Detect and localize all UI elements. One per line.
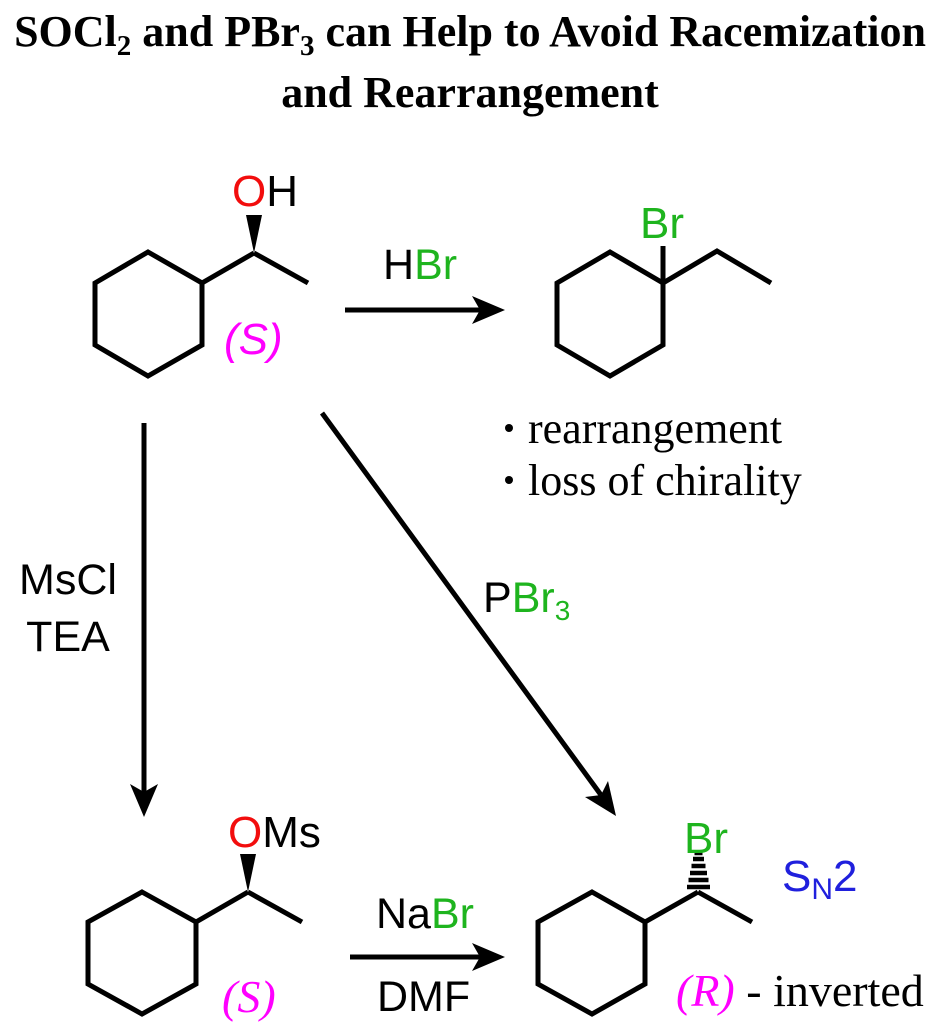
arrow-head [130, 784, 158, 817]
bullet-icon [505, 424, 513, 432]
molecule-rearranged-bromide [554, 246, 773, 379]
nabr-br: Br [430, 890, 474, 938]
title-pbr-subscript: 3 [299, 30, 315, 62]
side-effect-notes: rearrangement loss of chirality [505, 402, 802, 506]
reagent-mscl-tea: MsCl TEA [8, 552, 128, 666]
arrow-shaft [319, 411, 604, 797]
cyclohexane-ring [554, 249, 666, 379]
tea-label: TEA [26, 613, 110, 661]
sn2-2: 2 [833, 852, 858, 901]
arrow-head [472, 296, 505, 324]
oxygen-atom-label: O [232, 167, 267, 216]
cyclohexane-ring [85, 889, 199, 1017]
note-text: loss of chirality [528, 455, 802, 505]
title-and-pbr: and PBr [131, 7, 300, 56]
solvent-dmf: DMF [377, 973, 471, 1021]
arrow-mscl [130, 423, 158, 817]
br-label-r-bromide: Br [684, 814, 728, 863]
ring-to-stereocenter-bond [194, 889, 250, 925]
title-socl-subscript: 2 [116, 30, 132, 62]
oh-label: OH [232, 170, 298, 214]
methyl-bond [246, 889, 304, 925]
r-descriptor: (R) [676, 965, 735, 1016]
inverted-note: - inverted [734, 965, 924, 1016]
molecule-s-alcohol [92, 215, 310, 379]
hbr-br: Br [414, 241, 458, 289]
note-loss-of-chirality: loss of chirality [505, 454, 802, 506]
methyl-bond [696, 889, 754, 925]
pbr3-br: Br [511, 574, 555, 622]
nabr-na: Na [376, 890, 431, 938]
cyclohexane-ring [535, 889, 648, 1017]
ring-to-stereocenter-bond [643, 889, 700, 925]
sn2-label: SN2 [782, 852, 858, 905]
sn2-n-subscript: N [811, 873, 834, 906]
reagent-pbr3: PBr3 [483, 574, 570, 625]
stereo-label-s-alcohol: (S) [224, 315, 283, 364]
arrow-hbr [345, 296, 505, 324]
stereo-label-r-inverted: (R) - inverted [676, 968, 924, 1014]
sn2-s: S [782, 852, 812, 901]
title-socl: SOCl [14, 7, 117, 56]
arrow-pbr3 [319, 411, 616, 816]
oxygen-atom-label: O [228, 808, 263, 857]
ring-to-stereocenter-bond [200, 250, 256, 286]
oms-label: OMs [228, 811, 321, 855]
page-title: SOCl2 and PBr3 can Help to Avoid Racemiz… [0, 4, 940, 121]
br-label-rearranged: Br [640, 199, 684, 248]
title-line-1: SOCl2 and PBr3 can Help to Avoid Racemiz… [0, 4, 940, 65]
reagent-nabr: NaBr [376, 893, 474, 936]
cyclohexane-ring [92, 249, 205, 379]
arrow-head [585, 781, 616, 816]
pbr3-subscript: 3 [554, 595, 571, 626]
ethyl-bond [661, 248, 773, 286]
mesyl-group-label: Ms [262, 808, 321, 857]
title-tail: can Help to Avoid Racemization [314, 7, 926, 56]
bullet-icon [505, 476, 513, 484]
pbr3-p: P [483, 574, 512, 622]
reagent-hbr: HBr [383, 244, 457, 287]
methyl-bond [252, 250, 310, 286]
stereo-label-s-mesylate: (S) [222, 971, 276, 1022]
hydrogen-atom-label: H [266, 167, 299, 216]
hbr-h: H [383, 241, 415, 289]
wedge-bond-to-oms [240, 854, 256, 892]
note-text: rearrangement [528, 403, 783, 453]
title-line-2: and Rearrangement [281, 68, 659, 117]
hashed-wedge-bond-to-br [687, 850, 710, 890]
note-rearrangement: rearrangement [505, 402, 802, 454]
mscl-label: MsCl [19, 556, 117, 604]
wedge-bond-to-oh [246, 215, 262, 253]
molecule-s-mesylate [85, 854, 304, 1017]
arrow-nabr [350, 943, 505, 971]
molecule-r-bromide [535, 850, 754, 1017]
arrow-head [472, 943, 505, 971]
